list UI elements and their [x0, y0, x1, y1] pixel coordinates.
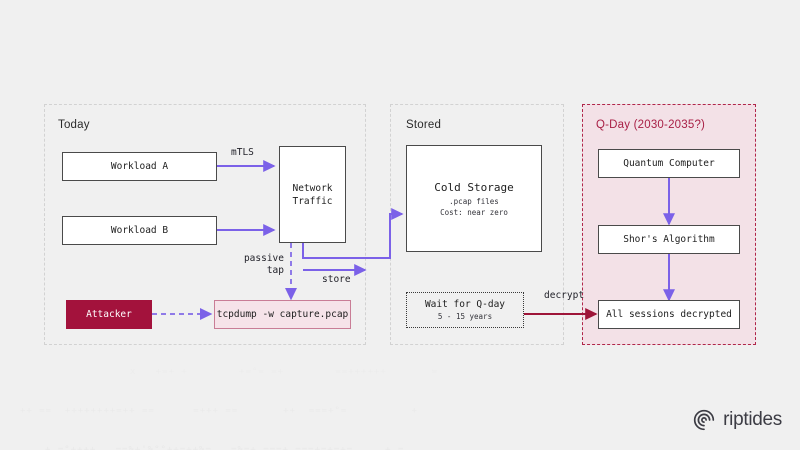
node-wait-for-qday[interactable]: Wait for Q-day 5 - 15 years	[406, 292, 524, 328]
node-network-traffic-line1: Network	[292, 182, 333, 194]
node-attacker-label: Attacker	[86, 309, 132, 320]
edge-label-store: store	[322, 274, 351, 285]
panel-stored-title: Stored	[406, 119, 442, 131]
node-network-traffic[interactable]: Network Traffic	[279, 146, 346, 243]
riptides-spiral-icon	[693, 409, 715, 431]
watermark-line: ++ == ++++++++=++ == =+++ == ++ ===+°= +	[20, 406, 418, 416]
node-all-sessions-decrypted-label: All sessions decrypted	[606, 309, 732, 320]
brand-logo: riptides	[692, 408, 782, 432]
edge-label-decrypt: decrypt	[544, 290, 585, 301]
node-attacker[interactable]: Attacker	[66, 300, 152, 329]
edge-label-passive-tap: passive tap	[243, 253, 284, 276]
node-cold-storage-sub1: .pcap files	[449, 196, 499, 206]
node-cold-storage[interactable]: Cold Storage .pcap files Cost: near zero	[406, 145, 542, 252]
brand-name: riptides	[723, 409, 782, 430]
node-cold-storage-sub2: Cost: near zero	[440, 207, 508, 217]
node-workload-b[interactable]: Workload B	[62, 216, 217, 245]
node-workload-a[interactable]: Workload A	[62, 152, 217, 181]
node-all-sessions-decrypted[interactable]: All sessions decrypted	[598, 300, 740, 329]
node-quantum-computer-label: Quantum Computer	[623, 158, 715, 169]
watermark-line: x +=+ + +=°= =+ ==++++++ =	[130, 367, 439, 377]
node-quantum-computer[interactable]: Quantum Computer	[598, 149, 740, 178]
node-network-traffic-line2: Traffic	[292, 195, 333, 207]
watermark-line: + =°++++ ==%+'%°°++=++%= =%=+ ===+ ===+=…	[45, 445, 405, 450]
node-shors-algorithm[interactable]: Shor's Algorithm	[598, 225, 740, 254]
node-tcpdump-label: tcpdump -w capture.pcap	[216, 309, 349, 320]
background-watermark: x +=+ + +=°= =+ ==++++++ = ++ == +++++++…	[0, 340, 800, 450]
node-tcpdump[interactable]: tcpdump -w capture.pcap	[214, 300, 351, 329]
panel-qday-title: Q-Day (2030-2035?)	[596, 119, 706, 131]
node-wait-for-qday-title: Wait for Q-day	[424, 299, 506, 310]
node-shors-algorithm-label: Shor's Algorithm	[623, 234, 715, 245]
panel-today-title: Today	[58, 119, 90, 131]
edge-label-mtls: mTLS	[231, 147, 254, 158]
node-cold-storage-title: Cold Storage	[434, 180, 514, 194]
node-workload-a-label: Workload A	[110, 161, 169, 172]
node-wait-for-qday-sub1: 5 - 15 years	[437, 312, 493, 321]
node-workload-b-label: Workload B	[110, 225, 169, 236]
